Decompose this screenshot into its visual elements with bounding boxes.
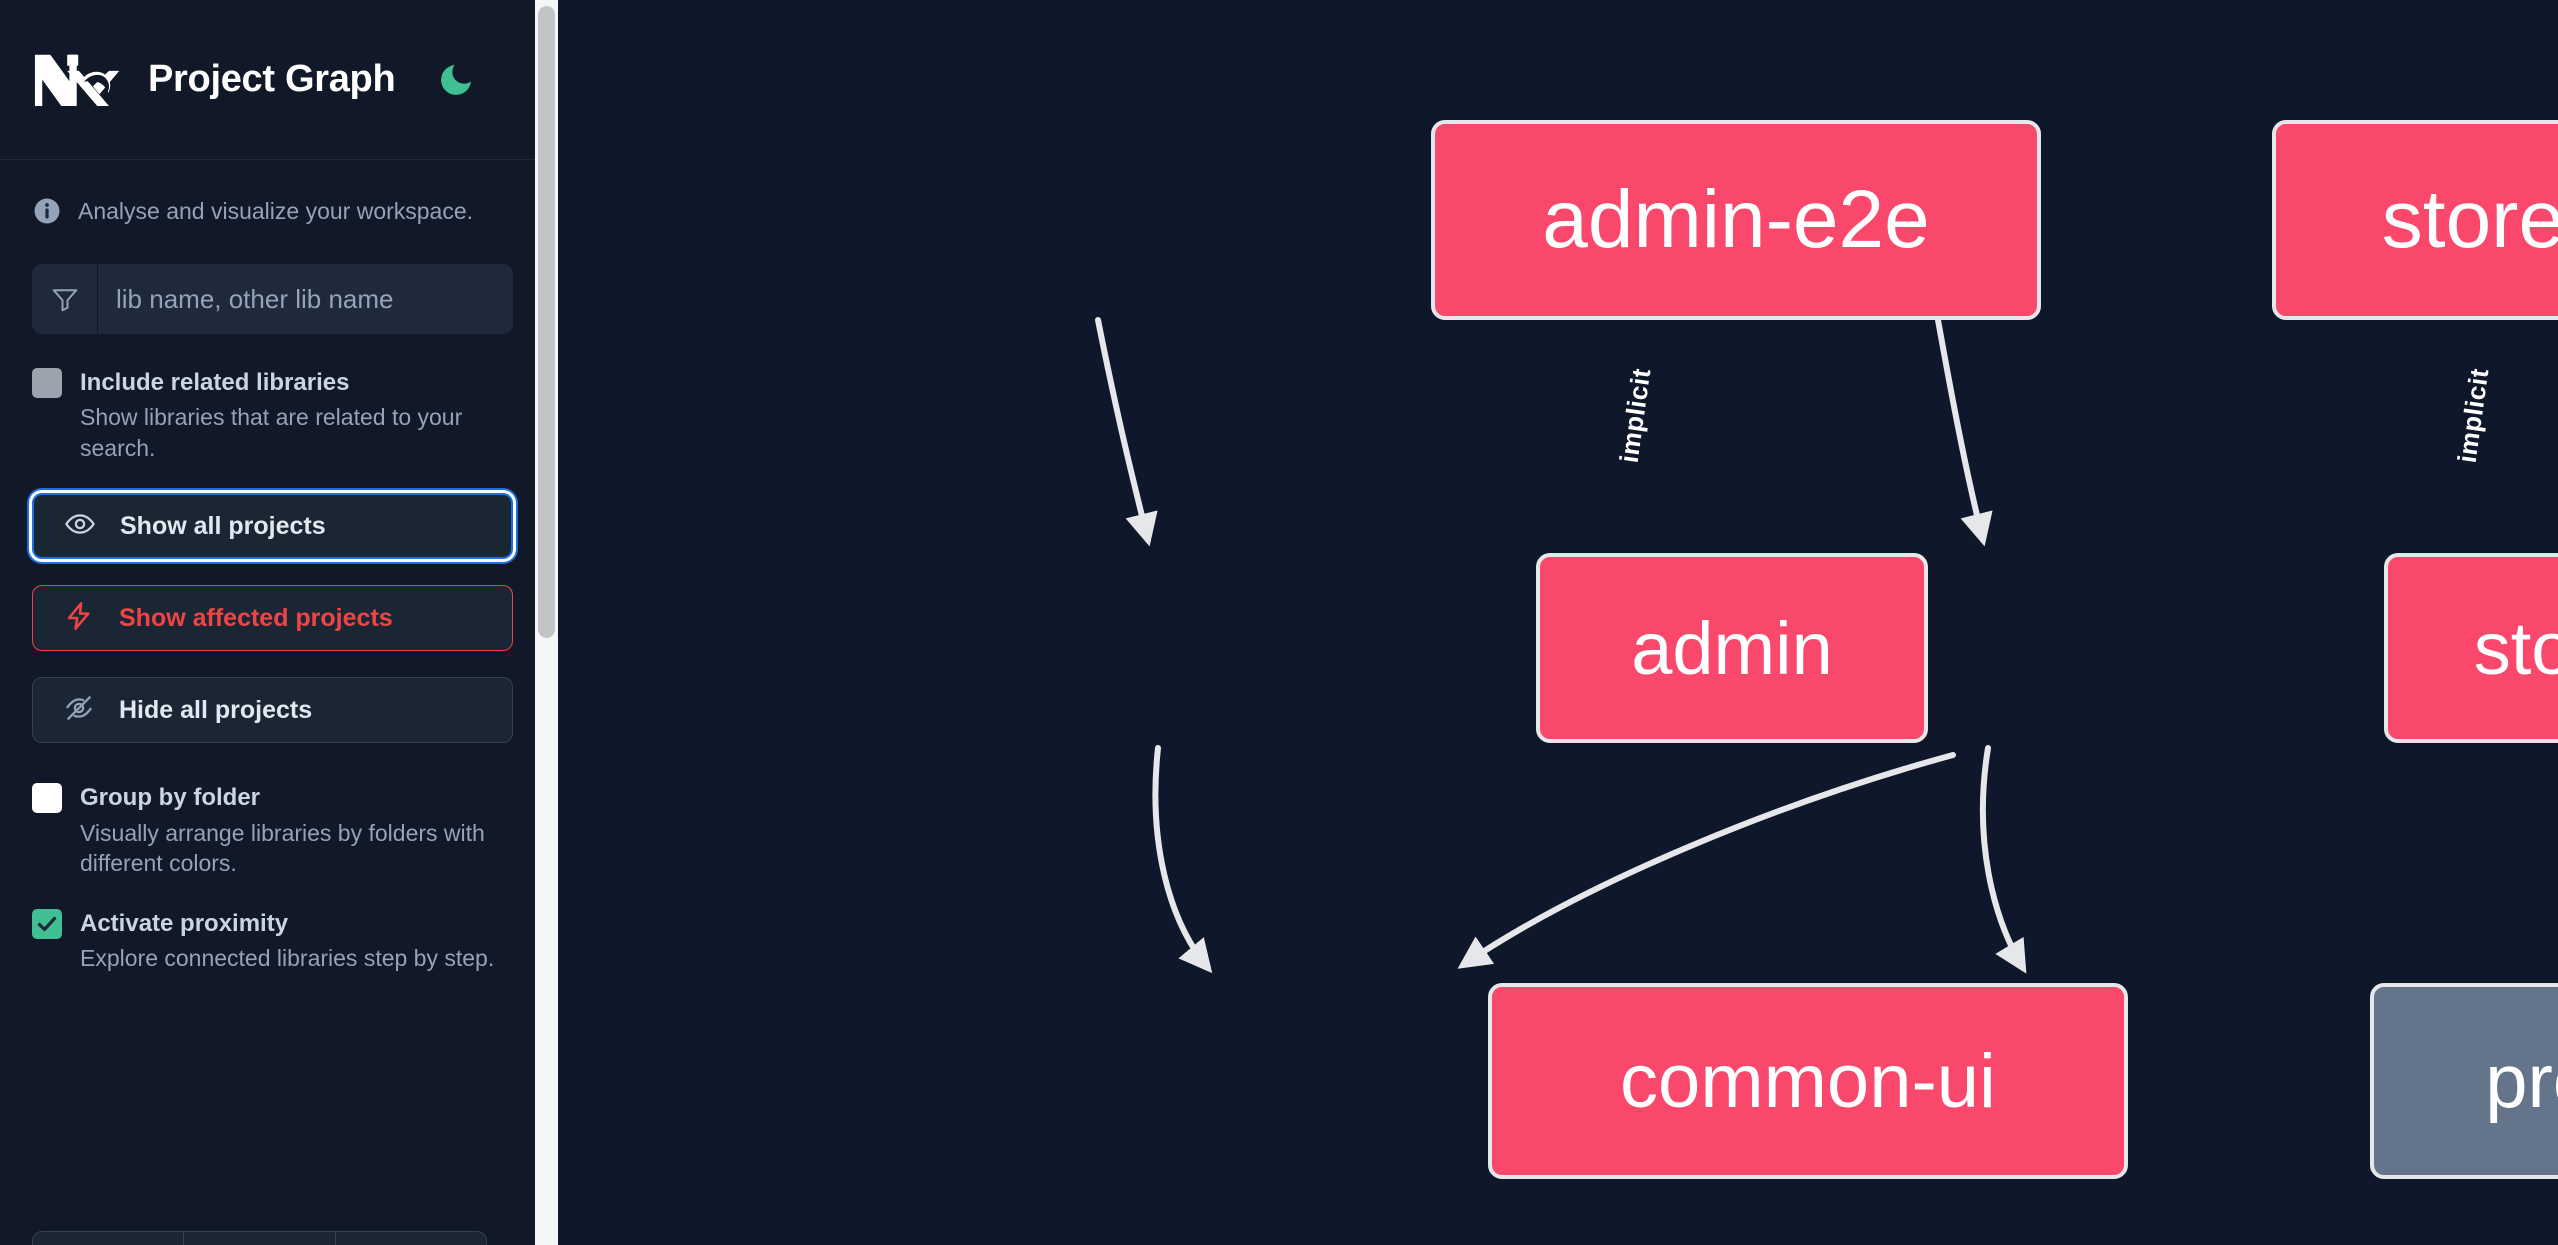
edge-store-to-products (1979, 745, 2027, 974)
sidebar-header: Project Graph (0, 0, 545, 160)
page-title: Project Graph (148, 58, 396, 100)
proximity-step-segment-1[interactable] (33, 1232, 185, 1245)
proximity-step-segment-2[interactable] (184, 1232, 336, 1245)
graph-node-common-ui[interactable]: common-ui (1488, 983, 2128, 1179)
edge-store-e2e-to-store (1935, 317, 1993, 547)
checkbox-row-include-related-libraries: Include related libraries Show libraries… (0, 334, 545, 463)
lightning-bolt-icon (63, 600, 95, 637)
proximity-step-segment-3[interactable] (336, 1232, 486, 1245)
moon-icon[interactable] (433, 57, 479, 103)
graph-node-products[interactable]: products (2370, 983, 2558, 1179)
sidebar: Project Graph Analyse and visualize yo (0, 0, 558, 1245)
graph-edges (1095, 317, 2027, 974)
edge-admin-e2e-to-admin (1095, 317, 1158, 547)
proximity-step-segmented-control[interactable] (32, 1231, 487, 1245)
graph-node-label: admin (1631, 606, 1833, 690)
activate-proximity-checkbox[interactable] (32, 908, 62, 939)
graph-node-label: products (2485, 1038, 2558, 1124)
graph-node-label: common-ui (1620, 1038, 1996, 1124)
info-circle-icon (32, 196, 62, 226)
show-affected-projects-button[interactable]: Show affected projects (32, 585, 513, 652)
checkbox-row-activate-proximity: Activate proximity Explore connected lib… (0, 879, 545, 974)
eye-off-icon (63, 692, 95, 729)
group-by-folder-checkbox[interactable] (32, 783, 62, 814)
funnel-icon (32, 264, 98, 334)
hide-all-projects-button[interactable]: Hide all projects (32, 677, 513, 744)
edge-store-to-common-ui (1457, 752, 1956, 969)
include-related-libraries-description: Show libraries that are related to your … (80, 404, 463, 461)
hide-all-projects-label: Hide all projects (119, 695, 313, 724)
show-all-projects-label: Show all projects (120, 511, 326, 540)
search-input[interactable] (98, 264, 513, 334)
graph-node-admin[interactable]: admin (1536, 553, 1928, 743)
graph-node-store[interactable]: store (2384, 553, 2558, 743)
filter-box[interactable] (32, 264, 513, 334)
sidebar-tagline-text: Analyse and visualize your workspace. (78, 197, 474, 224)
graph-node-label: admin-e2e (1542, 174, 1930, 265)
filter-row (0, 256, 545, 334)
project-graph-canvas[interactable]: admin-e2e store-e2e admin store common-u… (558, 0, 2558, 1245)
show-affected-projects-label: Show affected projects (119, 603, 393, 632)
include-related-libraries-label: Include related libraries (80, 369, 350, 396)
graph-node-admin-e2e[interactable]: admin-e2e (1431, 120, 2041, 320)
group-by-folder-description: Visually arrange libraries by folders wi… (80, 819, 485, 877)
include-related-libraries-checkbox[interactable] (32, 368, 62, 398)
sidebar-tagline: Analyse and visualize your workspace. (0, 160, 545, 256)
eye-icon (64, 508, 96, 545)
graph-node-label: store-e2e (2381, 174, 2558, 265)
graph-node-label: store (2473, 606, 2558, 690)
project-visibility-buttons: Show all projects Show affected projects (0, 463, 545, 744)
sidebar-content: Project Graph Analyse and visualize yo (0, 0, 545, 1245)
activate-proximity-description: Explore connected libraries step by step… (80, 945, 495, 972)
checkbox-row-group-by-folder: Group by folder Visually arrange librari… (0, 743, 545, 878)
show-all-projects-button[interactable]: Show all projects (32, 493, 513, 560)
edge-admin-to-common-ui (1152, 745, 1213, 974)
group-by-folder-label: Group by folder (80, 784, 260, 812)
sidebar-scrollbar-track[interactable] (535, 0, 558, 1245)
activate-proximity-label: Activate proximity (80, 909, 289, 937)
graph-node-store-e2e[interactable]: store-e2e (2272, 120, 2558, 320)
nx-logo-icon (32, 48, 120, 112)
sidebar-scrollbar-thumb[interactable] (538, 6, 555, 638)
